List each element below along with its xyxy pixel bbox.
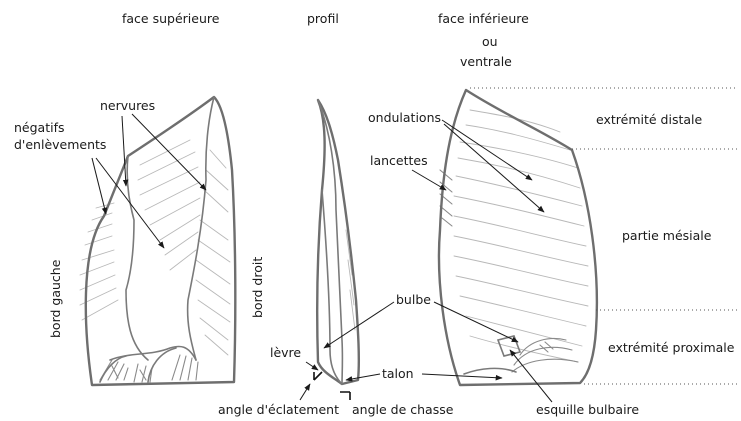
label-nervures: nervures [100,98,155,113]
ridge-left [126,156,148,360]
label-lancettes: lancettes [370,153,428,168]
title-ou: ou [482,34,498,49]
label-esquille-bulbaire: esquille bulbaire [536,402,639,417]
profile-drawing [317,100,359,384]
label-angle-chasse: angle de chasse [352,402,454,417]
ventral-ondulations [440,110,588,372]
angle-eclatement-mark [314,372,322,380]
arrow-esquille-bulbaire [510,350,552,402]
label-bulbe: bulbe [396,292,431,307]
title-ventrale: ventrale [460,54,512,69]
arrow-ondulations-2 [444,124,544,212]
title-profil: profil [307,11,339,26]
arrow-nervures-left [122,116,126,186]
zone-partie-mesiale: partie mésiale [622,228,712,243]
label-bord-gauche: bord gauche [48,259,63,338]
esquille-shape [498,336,520,356]
label-angle-eclatement: angle d'éclatement [218,402,339,417]
profile-hatching [336,150,355,330]
label-negatifs-2: d'enlèvements [14,137,106,152]
title-face-inferieure: face inférieure [438,11,529,26]
label-bord-droit: bord droit [250,257,265,318]
ridge-base [110,346,196,360]
superior-hatching [80,140,230,382]
arrow-talon-ventral [422,374,502,378]
arrow-angle-eclatement [300,384,310,400]
zone-extremite-proximale: extrémité proximale [608,340,735,355]
title-face-superieure: face supérieure [122,11,220,26]
zone-extremite-distale: extrémité distale [596,112,702,127]
arrow-negatifs-left [92,158,106,214]
angle-chasse-mark [340,392,350,400]
label-talon: talon [382,366,414,381]
arrow-lancettes [412,170,446,190]
arrow-levre [306,362,318,370]
bulb-contour [464,368,516,374]
arrow-talon-profile [346,374,380,380]
arrow-negatifs-right [96,158,164,248]
label-negatifs-1: négatifs [14,120,65,135]
label-levre: lèvre [270,345,301,360]
label-ondulations: ondulations [368,110,441,125]
ridge-right [188,97,214,360]
